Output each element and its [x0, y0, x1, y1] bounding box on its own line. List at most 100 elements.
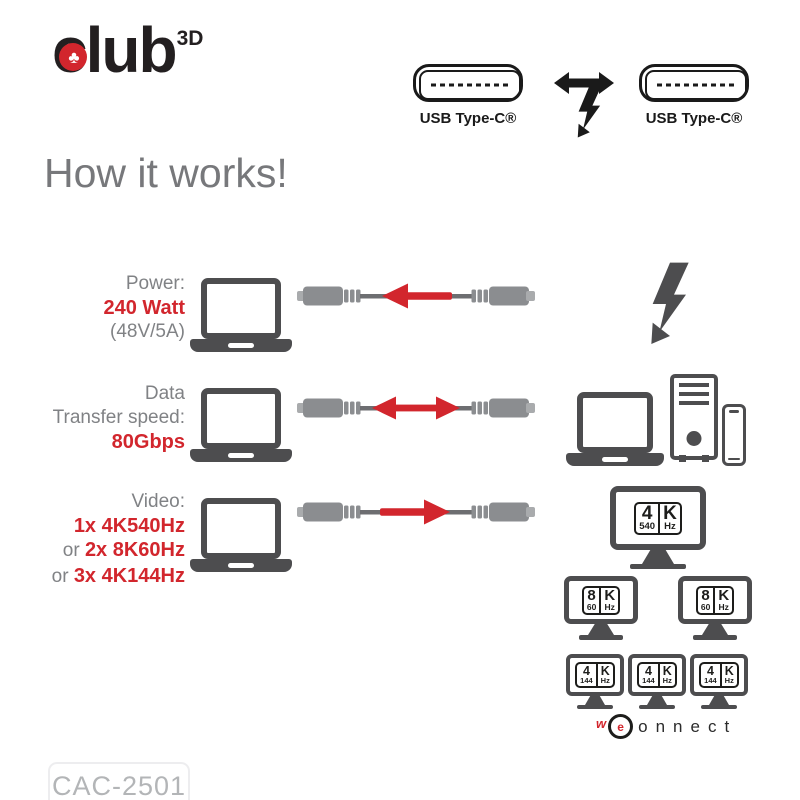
monitor-base	[693, 635, 737, 640]
or-prefix: or	[62, 540, 85, 561]
page-title: How it works!	[44, 150, 288, 196]
laptop-notch	[228, 343, 254, 348]
power-label: Power: 240 Watt (48V/5A)	[33, 272, 185, 344]
badge-col: 4 144	[701, 664, 720, 686]
badge-res: 4	[582, 664, 590, 678]
usb-c-connector-icon-right	[639, 64, 749, 102]
phone-speaker	[729, 410, 739, 413]
laptop-icon	[190, 498, 292, 572]
laptop-notch	[602, 457, 628, 462]
monitor-screen: 8 60 K Hz	[678, 576, 752, 624]
tower-foot	[679, 455, 686, 462]
weconnect-circle: e	[608, 714, 634, 739]
logo-3d-sup: 3D	[176, 27, 204, 50]
badge-col: 4 144	[577, 664, 596, 686]
badge-hz: Hz	[662, 676, 672, 685]
laptop-screen	[201, 388, 281, 449]
badge-k: K	[718, 586, 730, 604]
tower-power-button	[686, 431, 702, 446]
badge-col: 4 540	[636, 504, 658, 533]
monitor-stand	[702, 624, 728, 635]
laptop-notch	[228, 563, 254, 568]
badge-col: K Hz	[657, 664, 675, 686]
usb-c-connector-icon-left	[413, 64, 523, 102]
badge-res: 4	[641, 502, 653, 524]
monitor-screen: 4 144 K Hz	[690, 654, 748, 696]
badge-hz: Hz	[664, 520, 676, 532]
monitor-screen: 4 540 K Hz	[610, 486, 706, 550]
monitor-icon-4k144: 4 144 K Hz	[566, 654, 624, 709]
club3d-logo: club ♣ 3D	[52, 18, 203, 82]
laptop-base	[190, 449, 292, 462]
usb-c-inner-shell	[645, 70, 747, 100]
power-direction-arrow	[382, 283, 452, 309]
data-label-line2: Transfer speed:	[52, 407, 185, 428]
laptop-base	[190, 559, 292, 572]
resolution-badge-4k144: 4 144 K Hz	[699, 662, 739, 688]
badge-rate: 144	[704, 676, 717, 685]
badge-k: K	[662, 664, 672, 678]
badge-hz: Hz	[718, 601, 729, 612]
laptop-base	[566, 453, 664, 466]
video-direction-arrow	[380, 499, 450, 525]
monitor-base	[579, 635, 623, 640]
smartphone-icon	[722, 404, 746, 466]
badge-res: 4	[644, 664, 652, 678]
resolution-badge-8k60: 8 60 K Hz	[581, 585, 621, 615]
data-speed-value: 80Gbps	[111, 431, 185, 453]
monitor-screen: 4 144 K Hz	[566, 654, 624, 696]
logo-wordmark: club ♣	[52, 18, 178, 82]
usb-c-inner-shell	[419, 70, 521, 100]
monitor-stand	[647, 696, 667, 705]
power-detail: (48V/5A)	[110, 321, 185, 342]
badge-col: 8 60	[584, 588, 599, 613]
badge-k: K	[724, 664, 734, 678]
club-suit-disc: ♣	[59, 43, 87, 71]
monitor-base	[701, 705, 737, 709]
badge-k: K	[600, 664, 610, 678]
badge-rate: 144	[580, 676, 593, 685]
monitor-icon-4k144: 4 144 K Hz	[628, 654, 686, 709]
monitor-icon-8k60: 8 60 K Hz	[678, 576, 752, 640]
monitor-base	[639, 705, 675, 709]
laptop-base	[190, 339, 292, 352]
data-label-line: Data	[144, 383, 185, 404]
thunderbolt-icon	[554, 72, 614, 138]
badge-col: 8 60	[698, 588, 713, 613]
badge-res: 4	[706, 664, 714, 678]
monitor-icon-8k60: 8 60 K Hz	[564, 576, 638, 640]
laptop-icon	[190, 388, 292, 462]
cable-graphic-video-arrow-right	[297, 499, 535, 525]
monitor-icon-4k144: 4 144 K Hz	[690, 654, 748, 709]
monitor-stand	[585, 696, 605, 705]
pc-tower-icon	[670, 374, 718, 462]
data-label: Data Transfer speed: 80Gbps	[33, 382, 185, 454]
weconnect-logo: w e onnect	[596, 714, 737, 739]
video-label: Video: 1x 4K540Hz or 2x 8K60Hz or 3x 4K1…	[33, 490, 185, 590]
laptop-notch	[228, 453, 254, 458]
video-mode-1: 1x 4K540Hz	[73, 515, 185, 537]
tower-vent-line	[679, 400, 709, 405]
badge-k: K	[604, 586, 616, 604]
laptop-screen	[577, 392, 653, 453]
tower-vent-line	[679, 391, 709, 396]
tower-foot	[702, 455, 709, 462]
badge-res: 8	[587, 586, 596, 604]
usb-c-label-left: USB Type-C®	[419, 110, 517, 127]
tower-vent-line	[679, 382, 709, 387]
badge-hz: Hz	[600, 676, 610, 685]
badge-hz: Hz	[724, 676, 734, 685]
resolution-badge-4k144: 4 144 K Hz	[637, 662, 677, 688]
weconnect-text: onnect	[638, 716, 738, 736]
monitor-icon-4k540: 4 540 K Hz	[610, 486, 706, 569]
video-label-line: Video:	[131, 491, 185, 512]
product-code-badge: CAC-2501	[48, 762, 190, 800]
badge-rate: 540	[639, 520, 656, 532]
resolution-badge-8k60: 8 60 K Hz	[695, 585, 735, 615]
usb-c-left-block: USB Type-C®	[412, 64, 524, 127]
video-mode-3-value: 3x 4K144Hz	[73, 565, 185, 587]
badge-col: K Hz	[658, 503, 680, 533]
badge-col: 4 144	[639, 664, 658, 686]
cable-graphic-data-arrow-both	[297, 396, 535, 420]
usb-c-label-right: USB Type-C®	[645, 110, 743, 127]
